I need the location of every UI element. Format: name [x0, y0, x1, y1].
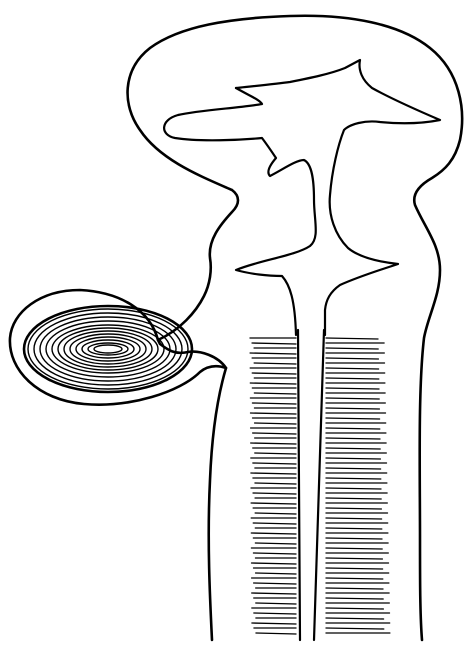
coil-ring-12: [94, 345, 122, 353]
coil-ring-3: [40, 317, 176, 381]
hatch-line: [326, 388, 379, 389]
hatch-line: [326, 348, 378, 349]
hatch-line: [253, 463, 296, 464]
canal-line-left: [298, 330, 300, 640]
hatch-line: [326, 548, 382, 549]
hatch-line: [251, 413, 297, 414]
hatch-line: [326, 398, 379, 399]
hatch-line: [252, 343, 296, 344]
hatch-line: [255, 453, 296, 454]
hatch-line: [326, 408, 379, 409]
hatch-line: [251, 473, 296, 474]
hatch-line: [256, 603, 296, 604]
hatch-line: [255, 483, 296, 484]
hatch-line: [254, 393, 296, 394]
hatch-line: [326, 578, 383, 579]
hatch-line: [326, 378, 379, 379]
hatch-line: [253, 493, 296, 494]
hatch-line: [326, 458, 380, 459]
hatch-line: [253, 523, 296, 524]
hatch-line: [252, 403, 296, 404]
hatch-line: [326, 478, 381, 479]
hatch-line: [326, 568, 383, 569]
hatch-line: [326, 598, 383, 599]
hatch-line: [326, 498, 381, 499]
hatch-line: [252, 623, 296, 624]
ventricle-cavity-left: [164, 88, 316, 335]
hatch-line: [252, 373, 296, 374]
hatch-line: [326, 588, 383, 589]
hatch-line: [326, 438, 380, 439]
coil-ring-2: [34, 313, 182, 385]
central-canal: [298, 330, 324, 640]
hatch-line: [255, 423, 296, 424]
hatch-line: [252, 563, 297, 564]
hatch-line: [326, 488, 381, 489]
hatch-line: [251, 533, 296, 534]
hatch-line: [326, 528, 382, 529]
hatch-line: [326, 368, 379, 369]
hatch-line: [326, 558, 382, 559]
hatch-line: [326, 508, 381, 509]
hatch-line: [326, 628, 384, 629]
hatch-line: [256, 633, 296, 634]
hatch-line: [326, 608, 383, 609]
hatch-line: [326, 358, 378, 359]
hatch-line: [256, 573, 296, 574]
canal-line-right: [314, 330, 324, 640]
hatch-line: [251, 503, 296, 504]
coil-ring-5: [52, 325, 164, 373]
hatch-line: [250, 353, 296, 354]
hatch-line: [254, 363, 296, 364]
hatch-line: [252, 593, 296, 594]
hatch-line: [326, 418, 380, 419]
hatch-line: [326, 468, 381, 469]
hatch-line: [326, 448, 380, 449]
hatch-line: [253, 433, 296, 434]
hatch-line: [254, 613, 296, 614]
hatch-line: [254, 583, 296, 584]
hatch-line: [326, 338, 378, 339]
hatch-line: [255, 543, 296, 544]
hatch-line: [253, 553, 296, 554]
hatch-line: [250, 383, 296, 384]
hatch-line: [326, 428, 380, 429]
hatch-line: [326, 618, 384, 619]
hatch-line: [255, 513, 296, 514]
hatch-line: [326, 518, 382, 519]
hatch-line: [326, 538, 382, 539]
ventricle-cavity: [236, 60, 440, 335]
hatch-line: [251, 443, 296, 444]
